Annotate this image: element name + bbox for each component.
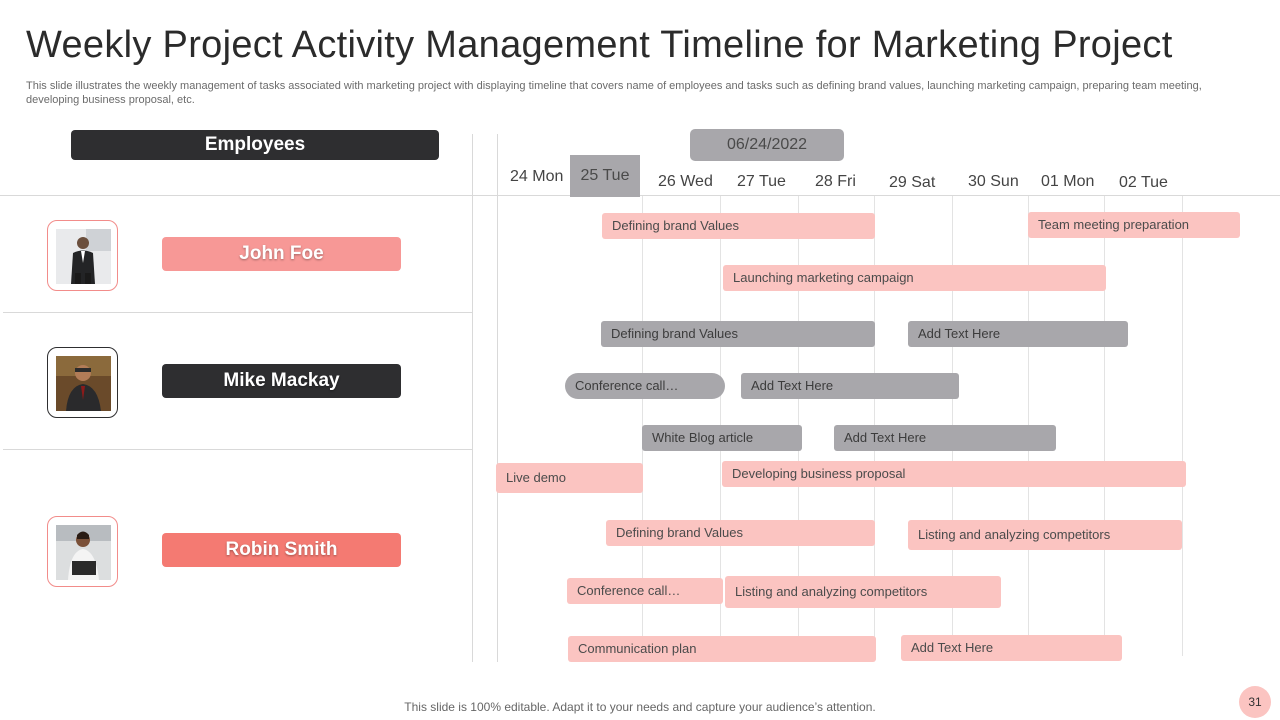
task-bar: Defining brand Values [606,520,875,546]
avatar-mike-mackay [47,347,118,418]
day-label-active: 25 Tue [570,155,640,197]
day-label: 28 Fri [815,173,856,190]
day-label: 30 Sun [968,173,1019,190]
grid-line [1104,196,1105,656]
day-label: 01 Mon [1041,173,1095,190]
task-bar: Defining brand Values [602,213,875,239]
woman-with-laptop-icon [56,525,111,580]
task-bar: Listing and analyzing competitors [725,576,1001,608]
day-label: 02 Tue [1119,174,1168,191]
employees-header: Employees [71,130,439,160]
task-bar: Add Text Here [834,425,1056,451]
employee-name-pill: Mike Mackay [162,364,401,398]
slide-footer: This slide is 100% editable. Adapt it to… [404,700,876,714]
task-bar: Live demo [496,463,643,493]
task-bar: White Blog article [642,425,802,451]
task-bar: Add Text Here [901,635,1122,661]
task-bar: Add Text Here [741,373,959,399]
task-bar: Defining brand Values [601,321,875,347]
day-label: 29 Sat [889,174,936,191]
column-divider [472,134,473,662]
task-bar: Conference call… [565,373,725,399]
row-divider-2 [3,449,472,450]
avatar-john-foe [47,220,118,291]
slide-description: This slide illustrates the weekly manage… [26,80,1202,106]
day-label: 24 Mon [510,168,564,185]
task-bar: Listing and analyzing competitors [908,520,1182,550]
man-in-suit-icon [56,229,111,284]
task-bar: Conference call… [567,578,723,604]
task-bar: Launching marketing campaign [723,265,1106,291]
day-label: 27 Tue [737,173,786,190]
grid-line [1182,196,1183,656]
task-bar: Developing business proposal [722,461,1186,487]
task-bar: Team meeting preparation [1028,212,1240,238]
timeline-left-border [497,134,498,662]
slide-title: Weekly Project Activity Management Timel… [26,24,1173,66]
task-bar: Communication plan [568,636,876,662]
employee-name-pill: John Foe [162,237,401,271]
row-divider-1 [3,312,472,313]
day-label: 26 Wed [658,173,713,190]
employee-name-pill: Robin Smith [162,533,401,567]
man-portrait-icon [56,356,111,411]
header-divider [0,195,1280,196]
task-bar: Add Text Here [908,321,1128,347]
page-number-badge: 31 [1239,686,1271,718]
avatar-robin-smith [47,516,118,587]
date-header: 06/24/2022 [690,129,844,161]
